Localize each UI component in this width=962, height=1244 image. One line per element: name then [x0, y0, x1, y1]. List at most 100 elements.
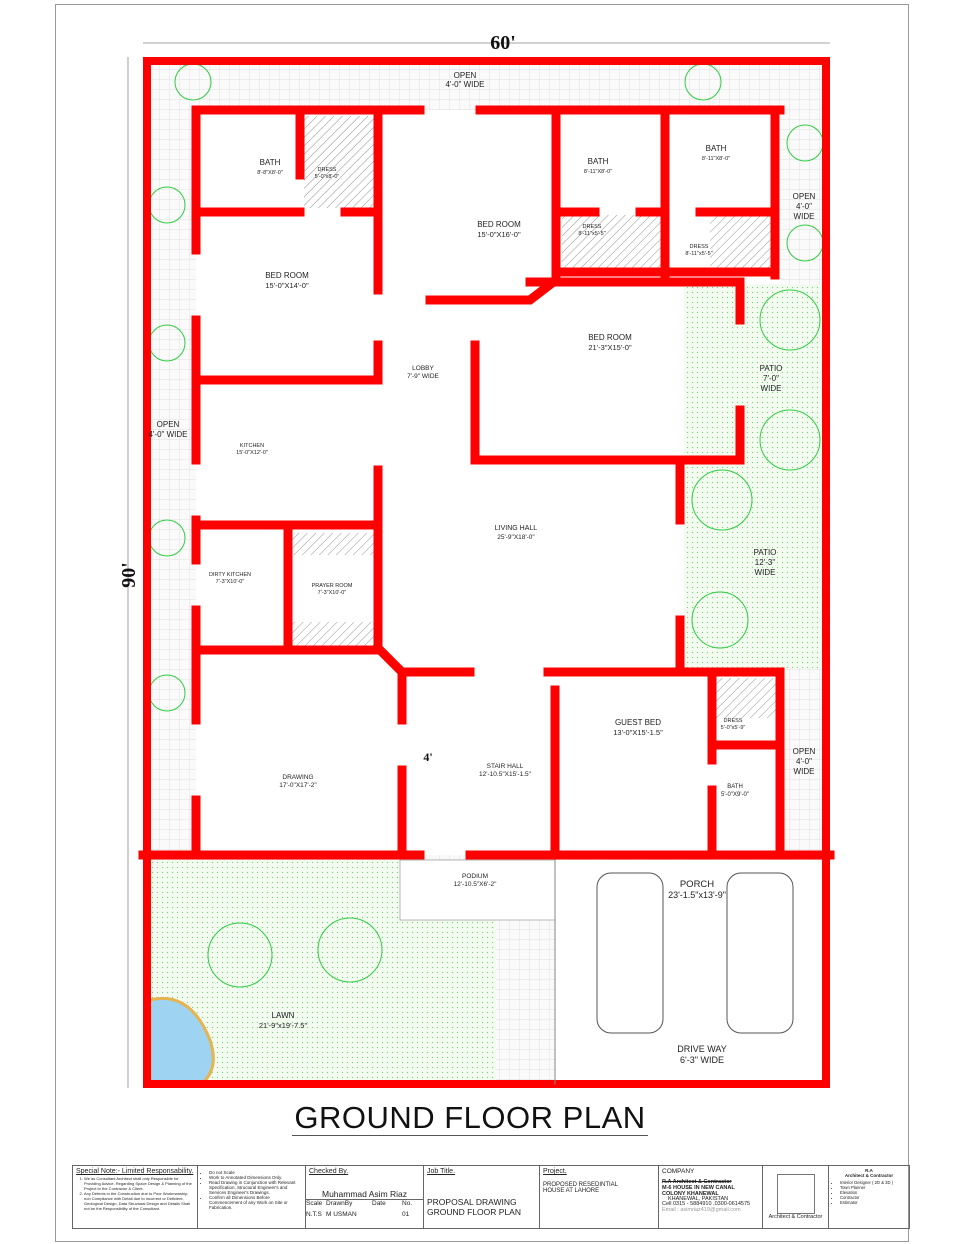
instruction: Do not Scale	[209, 1170, 302, 1175]
date-label: Date	[372, 1200, 386, 1207]
room-name: DRIVE WAY	[677, 1044, 727, 1054]
open-area-label: OPEN	[793, 192, 816, 201]
hatched-wardrobes	[292, 116, 776, 718]
job-title-cell: Job Title. PROPOSAL DRAWING GROUND FLOOR…	[424, 1166, 540, 1228]
company-name: R.A Architect & Contractor	[662, 1179, 732, 1185]
room-dim: 15'-0"X16'-0"	[477, 230, 521, 239]
no-label: No.	[402, 1200, 413, 1207]
service-item: Estimator	[840, 1200, 906, 1205]
company-email: Email : asimriaz419@gmail.com	[662, 1207, 741, 1214]
room-name: DRESS	[318, 167, 337, 173]
special-note: Any Defects in the Construction due to P…	[84, 1191, 194, 1211]
instruction: Work to Annotated Dimensions Only.	[209, 1175, 302, 1180]
room-name: PORCH	[680, 879, 714, 890]
room-dim: 7'-3"X10'-0"	[318, 590, 347, 596]
logo-cell: Architect & Contractor	[763, 1166, 829, 1228]
room-name: PRAYER ROOM	[312, 583, 353, 589]
title-block: Special Note:- Limited Responsability. W…	[72, 1165, 910, 1229]
room-name: LOBBY	[412, 365, 434, 372]
room-name: GUEST BED	[615, 718, 661, 727]
room-dim: 5'-0"x5'-9"	[721, 725, 746, 731]
room-name: BATH	[260, 158, 281, 167]
open-area-dim: WIDE	[755, 568, 776, 577]
patio-garden	[684, 284, 826, 668]
room-dim: 12'-10.5"X15'-1.5"	[479, 771, 532, 778]
room-labels: BATH 8'-8"X8'-0" DRESS 5'-0"x8'-0" BED R…	[209, 144, 749, 1065]
room-dim: 7'-9" WIDE	[407, 373, 439, 380]
company-cell: COMPANY R.A Architect & Contractor M-6 H…	[659, 1166, 763, 1228]
car-icons	[596, 872, 794, 1034]
service-item: Elevation	[840, 1190, 906, 1195]
company-address: COLONY KHANEWAL	[662, 1191, 719, 1197]
room-dim: 8'-11"X8'-0"	[702, 156, 730, 162]
checked-by-label: Checked By.	[309, 1168, 349, 1175]
open-area-dim: 4'-0" WIDE	[445, 80, 484, 89]
company-label: COMPANY	[662, 1168, 695, 1175]
depth-dimension-label: 90'	[118, 562, 140, 588]
open-area-labels: OPEN 4'-0" WIDE OPEN 4'-0" WIDE OPEN 4'-…	[148, 71, 815, 776]
room-name: BATH	[706, 144, 727, 153]
services-cell: R.A Architect & Contractor Interior Desi…	[829, 1166, 909, 1228]
room-name: DRESS	[724, 718, 743, 724]
drawn-by-label: DrawnBy	[326, 1200, 353, 1207]
room-name: DRESS	[583, 224, 602, 230]
instruction: Read Drawing in Conjunction with Relevan…	[209, 1180, 302, 1195]
room-name: STAIR HALL	[487, 763, 524, 770]
room-name: BED ROOM	[588, 333, 632, 342]
logo-caption: Architect & Contractor	[768, 1214, 823, 1220]
open-area-label: OPEN	[157, 420, 180, 429]
room-dim: 23'-1.5"x13'-9"	[668, 890, 726, 900]
room-dim: 8'-11"x5'-5"	[685, 251, 712, 257]
job-title-line: GROUND FLOOR PLAN	[427, 1207, 521, 1217]
room-dim: 8'-11"X8'-0"	[584, 169, 612, 175]
room-dim: 15'-0"X14'-0"	[265, 281, 309, 290]
drawn-by-value: M USMAN	[326, 1211, 357, 1218]
scale-value: N.T.S	[306, 1211, 322, 1218]
open-area-label: PATIO	[754, 548, 777, 557]
room-name: LAWN	[272, 1011, 295, 1020]
room-dim: 17'-0"X17'-2"	[279, 782, 317, 789]
room-dim: 21'-9"x19'-7.5"	[259, 1021, 308, 1030]
company-address: M-6 HOUSE IN NEW CANAL	[662, 1185, 735, 1191]
no-value: 01	[402, 1211, 410, 1218]
room-dim: 8'-8"X8'-0"	[257, 170, 283, 176]
special-note-cell: Special Note:- Limited Responsability. W…	[73, 1166, 198, 1228]
room-name: DRAWING	[282, 774, 313, 781]
open-area-dim: 4'-0"	[796, 202, 812, 211]
room-name: BATH	[727, 784, 743, 790]
width-dimension-label: 60'	[490, 32, 516, 54]
room-dim: 25'-9"X18'-0"	[497, 534, 535, 541]
instruction: Confirm all Dimensions Before Commenceme…	[209, 1195, 302, 1210]
open-area-dim: WIDE	[761, 384, 782, 393]
room-name: BED ROOM	[265, 271, 309, 280]
project-line: HOUSE AT LAHORE	[543, 1188, 600, 1194]
project-label: Project.	[543, 1168, 567, 1175]
sheet-border	[55, 4, 909, 1242]
open-area-dim: WIDE	[794, 212, 815, 221]
room-dim: 7'-3"X10'-0"	[216, 579, 245, 585]
room-name: LIVING HALL	[495, 525, 538, 532]
company-phone: Cell 0315 - 5884910 ,0300-0614575	[662, 1201, 751, 1208]
open-area-dim: 4'-0"	[796, 757, 812, 766]
floor-plan: 60' 90'	[118, 32, 835, 1088]
room-dim: 13'-0"X15'-1.5"	[613, 728, 663, 737]
open-area-label: PATIO	[760, 364, 783, 373]
special-note-heading: Special Note:- Limited Responsability.	[76, 1168, 194, 1175]
drawing-title-text: GROUND FLOOR PLAN	[292, 1100, 648, 1136]
room-name: PODIUM	[462, 873, 488, 880]
room-name: BED ROOM	[477, 220, 521, 229]
services-heading: Architect & Contractor	[844, 1173, 894, 1178]
room-name: DRESS	[690, 244, 709, 250]
scale-label: Scale	[306, 1200, 323, 1207]
company-logo	[776, 1174, 815, 1214]
drawing-info-values: N.T.S M USMAN 01	[306, 1211, 423, 1218]
open-area-dim: 7'-0"	[763, 374, 779, 383]
project-line: PROPOSED RESEDINTIAL	[543, 1182, 619, 1188]
instructions-cell: Do not ScaleWork to Annotated Dimensions…	[198, 1166, 306, 1228]
podium-steps	[399, 859, 556, 921]
drawing-title: GROUND FLOOR PLAN	[0, 1100, 940, 1136]
room-name: DIRTY KITCHEN	[209, 572, 251, 578]
